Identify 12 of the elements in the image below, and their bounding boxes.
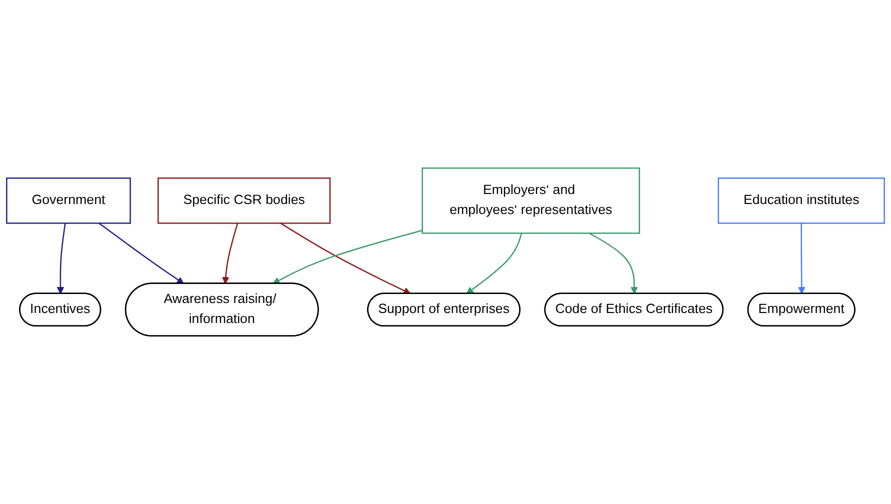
arrow xyxy=(272,230,423,284)
arrow xyxy=(466,233,522,294)
node-box: Government xyxy=(6,178,131,224)
arrow xyxy=(588,232,638,294)
node-box: Employers‘ and employees‘ representatives xyxy=(422,167,640,234)
node-box: Education institutes xyxy=(718,178,885,224)
arrow xyxy=(798,223,806,294)
arrow xyxy=(98,222,184,284)
node-box: Specific CSR bodies xyxy=(158,178,331,224)
arrow xyxy=(280,222,411,294)
arrow xyxy=(56,223,66,294)
arrow xyxy=(222,223,238,284)
